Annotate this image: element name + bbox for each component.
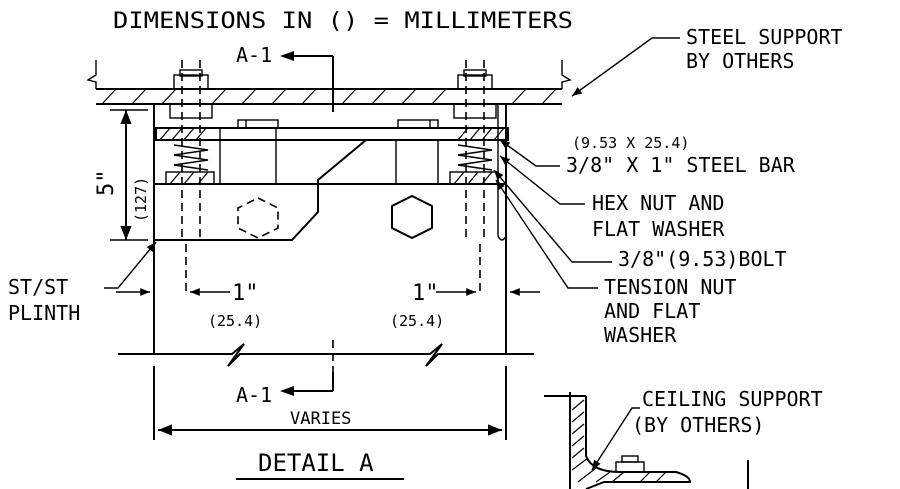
left-offset-metric: (25.4)	[208, 312, 262, 330]
steel-support-line1: STEEL SUPPORT	[686, 25, 843, 49]
steel-support-line2: BY OTHERS	[686, 49, 794, 73]
threaded-bolt-right	[449, 144, 499, 185]
section-mark-bottom: A-1	[236, 372, 334, 407]
bar-imperial-label: 3/8" X 1" STEEL BAR	[566, 153, 796, 177]
height-dimension: 5" (127)	[94, 109, 150, 241]
ceiling-support-inset	[544, 392, 749, 489]
detail-title: DETAIL A	[236, 449, 404, 480]
section-label-bottom: A-1	[236, 383, 272, 407]
section-mark-top: A-1	[236, 43, 334, 112]
plinth-lower-walls	[118, 240, 534, 440]
bar-metric-label: (9.53 X 25.4)	[572, 134, 689, 152]
height-imperial-label: 5"	[94, 170, 119, 197]
height-metric-label: (127)	[132, 177, 150, 222]
bolt-label: 3/8"(9.53)BOLT	[618, 247, 787, 271]
width-dimension: VARIES	[158, 409, 502, 436]
ceiling-support-line2: (BY OTHERS)	[632, 413, 764, 437]
steel-support-beam	[86, 60, 572, 105]
beam-bolt-left	[169, 60, 213, 240]
tension-nut-line3: WASHER	[604, 323, 677, 347]
hex-nut-line1: HEX NUT AND	[592, 191, 724, 215]
hex-nut-line2: FLAT WASHER	[592, 217, 725, 241]
left-offset-imperial: 1"	[232, 281, 259, 306]
dimensions-note: DIMENSIONS IN () = MILLIMETERS	[113, 9, 573, 34]
plinth-line1: ST/ST	[8, 275, 68, 299]
section-label-top: A-1	[236, 43, 272, 67]
ceiling-support-line1: CEILING SUPPORT	[642, 387, 823, 411]
plinth-line2: PLINTH	[8, 301, 80, 325]
width-label: VARIES	[290, 409, 351, 429]
right-offset-metric: (25.4)	[390, 312, 444, 330]
threaded-bolt-left	[165, 144, 215, 185]
detail-title-text: DETAIL A	[258, 449, 374, 477]
steel-bar	[155, 119, 509, 141]
tension-nut-line1: TENSION NUT	[604, 275, 736, 299]
tension-nut-line2: AND FLAT	[604, 299, 700, 323]
beam-bolt-right	[453, 60, 497, 240]
plinth-body	[153, 104, 507, 241]
right-offset-imperial: 1"	[412, 281, 439, 306]
offset-dimensions: 1" (25.4) 1" (25.4)	[116, 244, 540, 330]
leader-steel-support	[571, 37, 680, 97]
